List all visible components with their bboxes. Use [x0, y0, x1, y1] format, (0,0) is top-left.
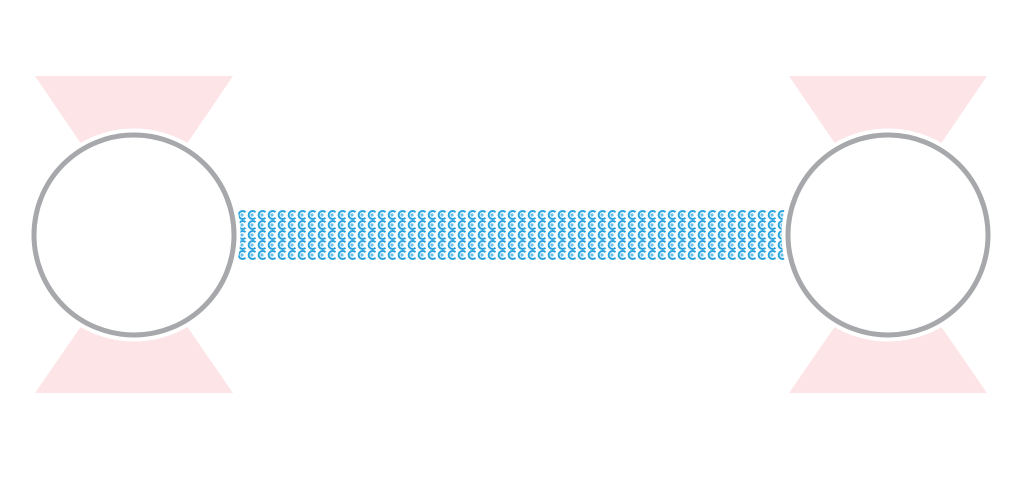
- left-node-group: [35, 76, 233, 393]
- left-top-cone: [35, 76, 233, 148]
- left-node-circle[interactable]: [31, 132, 237, 338]
- right-node-circle[interactable]: [785, 132, 991, 338]
- right-node-group: [789, 76, 987, 393]
- right-bottom-cone: [789, 322, 987, 393]
- left-bottom-cone: [35, 322, 233, 393]
- link-band: [236, 210, 788, 260]
- right-top-cone: [789, 76, 987, 148]
